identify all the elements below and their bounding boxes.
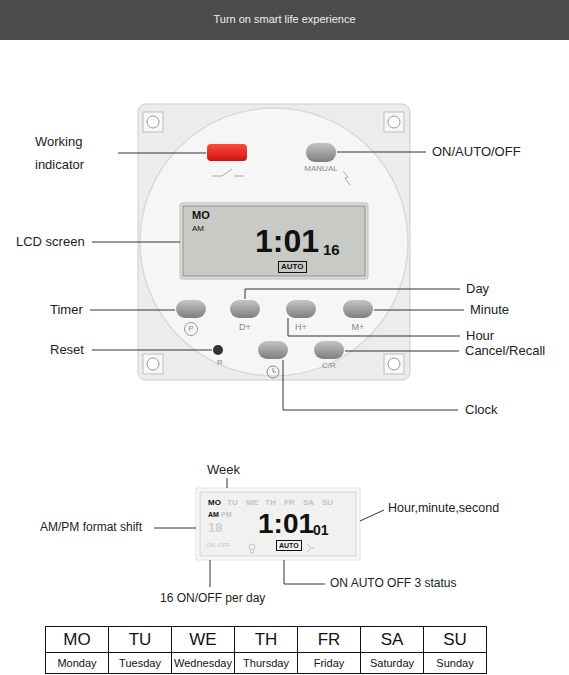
lcd-detail-glass <box>200 492 356 556</box>
button-label: R <box>217 358 223 368</box>
table-cell-text: WE <box>172 627 234 652</box>
switch-symbol <box>212 169 244 176</box>
button-label: H+ <box>295 322 307 333</box>
push-buttons <box>176 300 373 378</box>
table-cell-text: Sunday <box>424 653 486 673</box>
weekday-text: SU <box>322 499 333 507</box>
seconds-digits: 01 <box>313 523 329 537</box>
table-cell-text: FR <box>298 627 360 652</box>
table-cell-text: Saturday <box>361 653 423 673</box>
lcd-detail: MO TU WE TH FR SA SU AMPM 18ONOFF 1:0101AUTO <box>200 492 356 556</box>
weekday-text: MO <box>208 499 221 507</box>
time-digits: 1:01 <box>258 510 314 538</box>
lcd-glass <box>183 206 365 276</box>
onoff-text: ON <box>206 542 215 548</box>
lcd-detail-frame <box>196 488 360 560</box>
weekday-text: MO <box>192 210 210 221</box>
callout-label: Clock <box>465 402 498 418</box>
callout-label: ON/AUTO/OFF <box>432 144 521 160</box>
table-cell-text: TH <box>235 627 297 652</box>
time-digits: 1:01 <box>255 225 319 257</box>
table-cell-text: MO <box>46 627 108 652</box>
banner-text: Turn on smart life experience <box>0 13 569 26</box>
callout-label: 16 ON/OFF per day <box>160 591 265 605</box>
weekday-text: SA <box>303 499 314 507</box>
banner-band: Turn on smart life experience <box>0 0 569 40</box>
callout-label: ON AUTO OFF 3 status <box>330 576 456 590</box>
callout-label: Working indicator <box>35 130 107 176</box>
table-cell-text: Friday <box>298 653 360 673</box>
weekday-text: FR <box>284 499 295 507</box>
callout-label: Minute <box>470 302 509 318</box>
table-cell-text: Wednesday <box>172 653 234 673</box>
callout-label: Hour <box>466 328 494 344</box>
ampm-text: AM <box>208 511 219 518</box>
leader-lines <box>90 152 464 587</box>
mode-badge: AUTO <box>276 540 302 551</box>
weekday-table-grid <box>46 627 487 674</box>
program-number: 18 <box>208 521 222 534</box>
table-cell-text: TU <box>109 627 171 652</box>
lcd-bezel <box>180 203 368 279</box>
weekday-text: TU <box>227 499 238 507</box>
table-cell-text: Monday <box>46 653 108 673</box>
ampm-text: AM <box>192 225 204 233</box>
weekday-text: TH <box>265 499 276 507</box>
table-cell-text: SU <box>424 627 486 652</box>
weekday-text: WE <box>246 499 259 507</box>
callout-label: Reset <box>50 342 84 358</box>
callout-label: LCD screen <box>16 234 85 250</box>
callout-label: Hour,minute,second <box>388 501 499 516</box>
button-label: C/R <box>322 361 336 371</box>
press-symbol <box>343 171 350 185</box>
onoff-text: OFF <box>218 542 230 548</box>
button-label: P <box>188 324 193 334</box>
callout-label: Cancel/Recall <box>465 343 545 359</box>
button-label: MANUAL <box>304 164 337 174</box>
ampm-text: PM <box>221 511 232 518</box>
lcd-screen: MO AM 1:01 16AUTO <box>183 206 365 276</box>
callout-label: Day <box>466 281 489 297</box>
callout-label: Week <box>207 462 240 478</box>
table-cell-text: Tuesday <box>109 653 171 673</box>
seconds-digits: 16 <box>323 242 340 257</box>
button-label: D+ <box>239 322 251 333</box>
table-cell-text: Thursday <box>235 653 297 673</box>
button-label: M+ <box>352 322 365 333</box>
callout-label: AM/PM format shift <box>40 520 142 534</box>
manual-button <box>306 143 336 162</box>
working-indicator <box>207 144 247 161</box>
mode-badge: AUTO <box>278 261 307 273</box>
table-cell-text: SA <box>361 627 423 652</box>
callout-label: Timer <box>50 302 83 318</box>
